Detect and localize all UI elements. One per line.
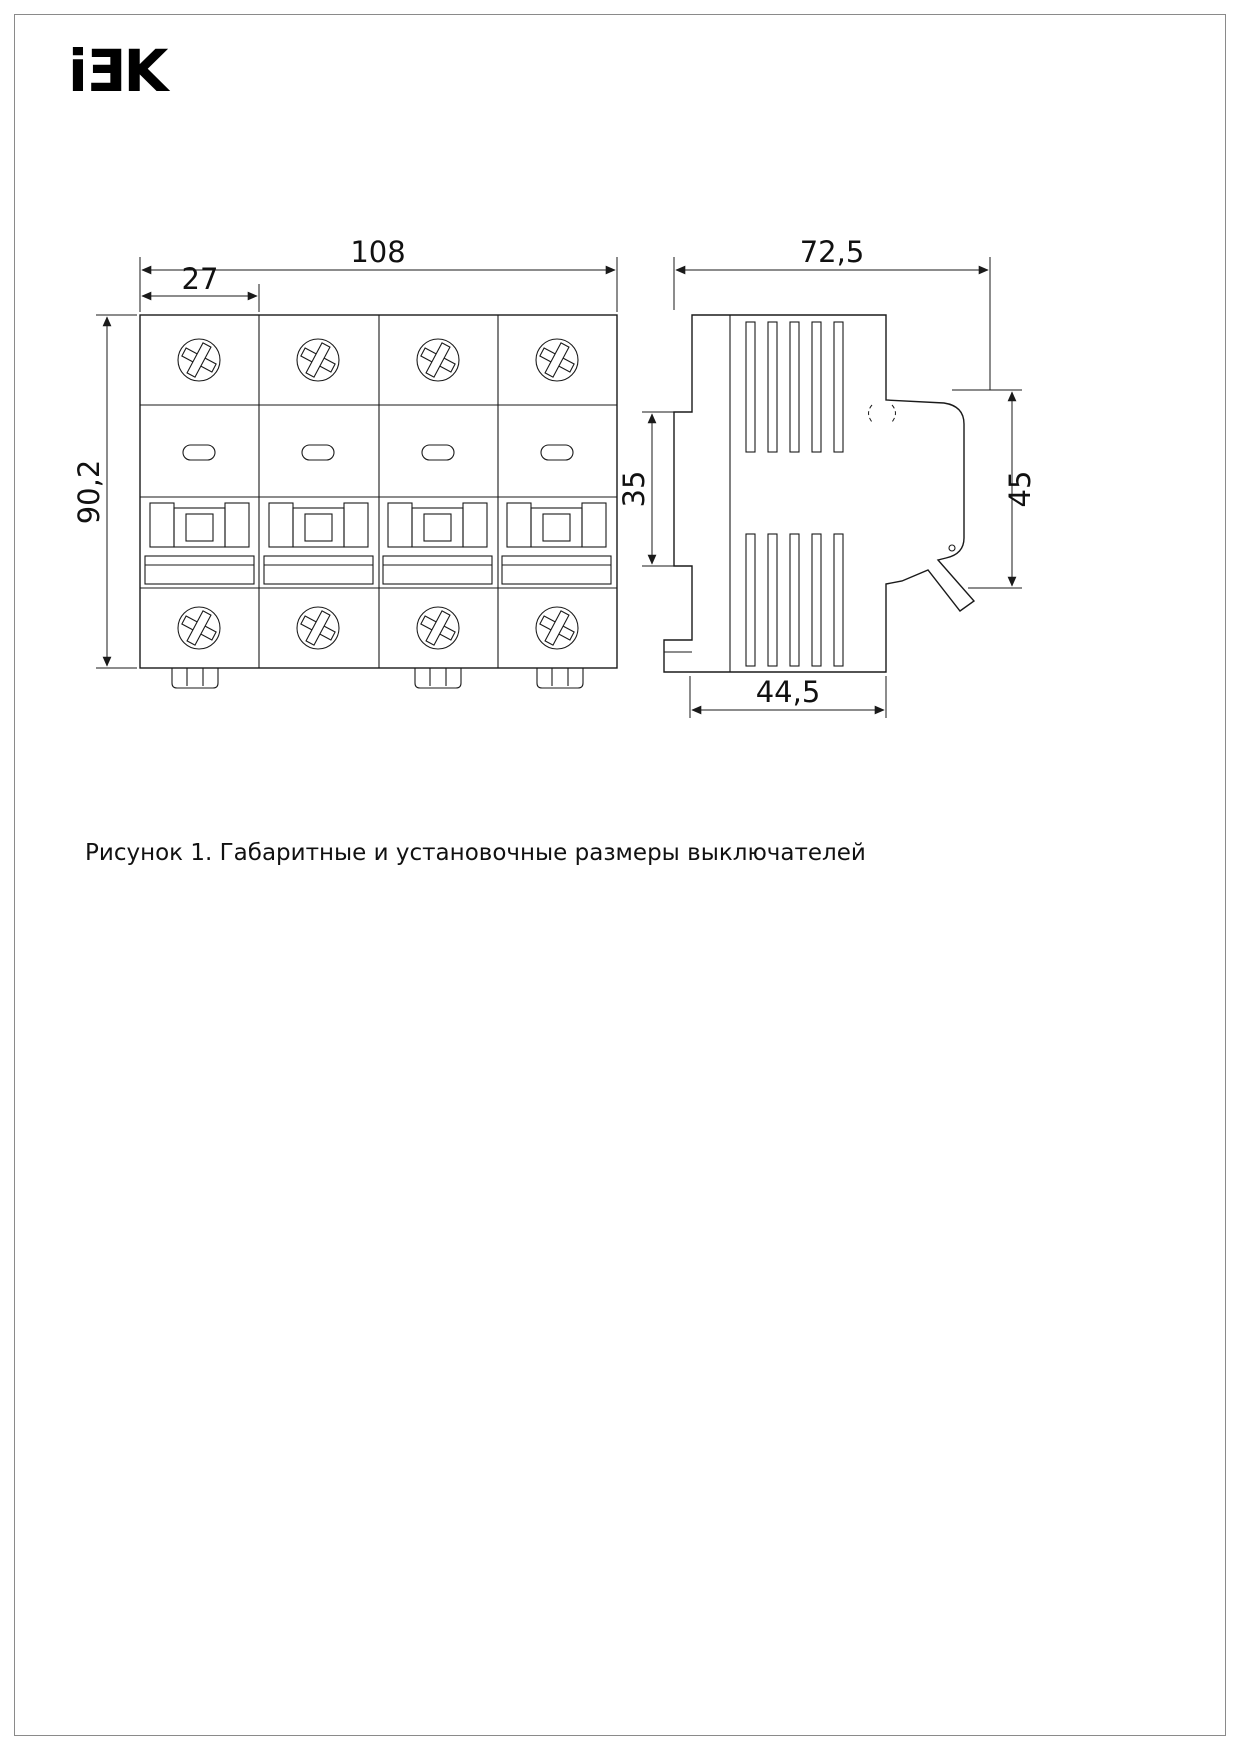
dim-side-total-depth: 72,5 — [673, 235, 991, 390]
dim-side-din-rail: 35 — [617, 411, 690, 567]
vent-slots-bottom — [745, 533, 844, 667]
screw-icon — [177, 606, 221, 650]
terminal-screws — [177, 338, 579, 650]
dim-label-72-5: 72,5 — [800, 235, 865, 269]
front-view: 108 27 90,2 — [72, 235, 618, 689]
side-body-outline — [663, 314, 976, 673]
dim-front-total-width: 108 — [139, 235, 618, 312]
indicator-windows — [182, 444, 574, 461]
din-clips — [171, 668, 584, 689]
front-section-lines — [140, 404, 617, 589]
figure-caption: Рисунок 1. Габаритные и установочные раз… — [85, 840, 866, 866]
dim-front-height: 90,2 — [72, 314, 137, 669]
screw-icon — [535, 606, 579, 650]
vent-slots-top — [745, 321, 844, 453]
iek-logo: iƎK — [68, 37, 168, 105]
dim-label-45: 45 — [1003, 471, 1037, 508]
dim-label-44-5: 44,5 — [756, 675, 821, 709]
screw-icon — [416, 338, 460, 382]
front-pole-dividers — [258, 315, 499, 668]
screw-icon — [177, 338, 221, 382]
screw-icon — [416, 606, 460, 650]
dim-label-90-2: 90,2 — [72, 460, 106, 525]
screw-icon — [296, 338, 340, 382]
dim-side-body-depth: 44,5 — [689, 675, 887, 718]
side-view: 72,5 35 45 44,5 — [617, 235, 1037, 718]
screw-icon — [535, 338, 579, 382]
handle-assemblies — [144, 502, 612, 585]
lever-pivot — [948, 544, 956, 552]
dim-label-108: 108 — [350, 235, 405, 269]
dim-side-face-height: 45 — [952, 389, 1037, 589]
technical-drawing: 108 27 90,2 — [72, 235, 1037, 718]
hidden-detail-arcs — [868, 404, 896, 423]
dim-label-35: 35 — [617, 471, 651, 508]
screw-icon — [296, 606, 340, 650]
dim-front-module-width: 27 — [141, 262, 260, 312]
dim-label-27: 27 — [182, 262, 219, 296]
